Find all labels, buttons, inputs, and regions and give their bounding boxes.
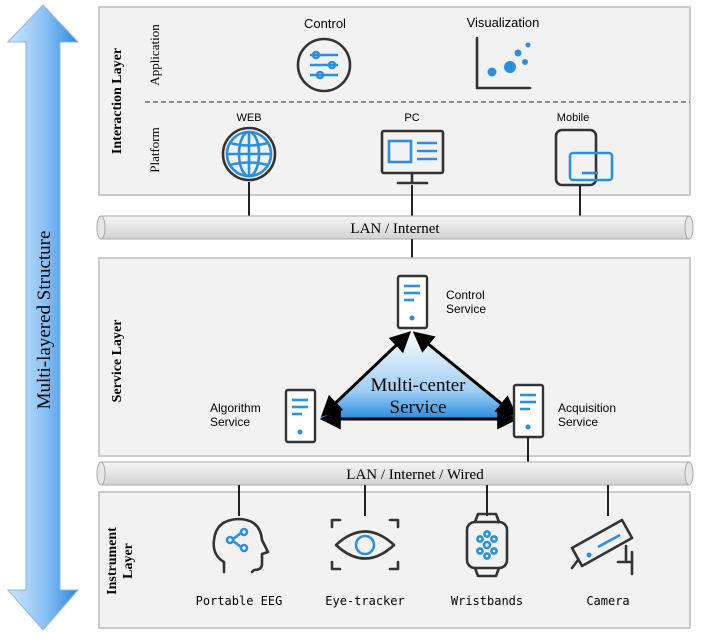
camera-label: Camera	[586, 594, 629, 608]
globe-icon[interactable]	[221, 126, 277, 182]
network-top-label: LAN / Internet	[350, 221, 440, 237]
eye-tracker-icon[interactable]	[330, 518, 400, 571]
smartwatch-icon[interactable]	[465, 512, 509, 578]
acquisition-service-line1: Acquisition	[558, 401, 616, 415]
control-algorithm-link	[320, 331, 412, 417]
algorithm-service-line2: Service	[210, 415, 250, 429]
instrument-layer-title-line2: Layer	[121, 543, 136, 579]
multi-layer-arrow: Multi-layered Structure	[6, 4, 80, 631]
wristbands-label: Wristbands	[451, 594, 523, 608]
multi-layer-label: Multi-layered Structure	[34, 231, 55, 410]
network-bottom-label: LAN / Internet / Wired	[346, 467, 484, 483]
eye-tracker-label: Eye-tracker	[325, 594, 404, 608]
algorithm-service-line1: Algorithm	[210, 401, 261, 415]
acquisition-server-icon[interactable]	[512, 383, 545, 439]
security-camera-icon[interactable]	[570, 518, 634, 576]
mobile-platform-label: Mobile	[557, 112, 589, 124]
web-platform-label: WEB	[236, 112, 261, 124]
control-service-line1: Control	[446, 288, 485, 302]
network-pipe-bottom: LAN / Internet / Wired	[96, 461, 694, 486]
multi-center-line2: Service	[390, 397, 447, 418]
interaction-layer-panel: Interaction Layer Application Platform C…	[98, 6, 691, 196]
pc-platform-label: PC	[404, 112, 419, 124]
network-pipe-top: LAN / Internet	[96, 215, 694, 240]
application-label: Application	[147, 24, 162, 86]
control-service-line2: Service	[446, 302, 486, 316]
platform-label: Platform	[147, 127, 162, 173]
multi-center-line1: Multi-center	[371, 375, 467, 396]
control-server-icon[interactable]	[396, 274, 429, 330]
eeg-head-icon[interactable]	[212, 517, 270, 574]
instrument-layer-title-line1: Instrument	[105, 527, 120, 595]
visualization-app-label: Visualization	[467, 15, 540, 30]
scatter-plot-icon[interactable]	[475, 36, 532, 90]
mobile-device-icon[interactable]	[554, 128, 614, 187]
interaction-layer-title: Interaction Layer	[110, 48, 125, 154]
service-layer-panel: Service Layer Multi-center Service Contr…	[98, 257, 691, 457]
algorithm-server-icon[interactable]	[284, 388, 317, 444]
acquisition-service-line2: Service	[558, 415, 598, 429]
control-sliders-icon[interactable]	[296, 37, 352, 93]
desktop-monitor-icon[interactable]	[380, 129, 445, 185]
control-app-label: Control	[304, 16, 346, 31]
eeg-label: Portable EEG	[196, 594, 283, 608]
control-acquisition-link	[412, 331, 518, 417]
service-layer-title: Service Layer	[110, 320, 125, 403]
